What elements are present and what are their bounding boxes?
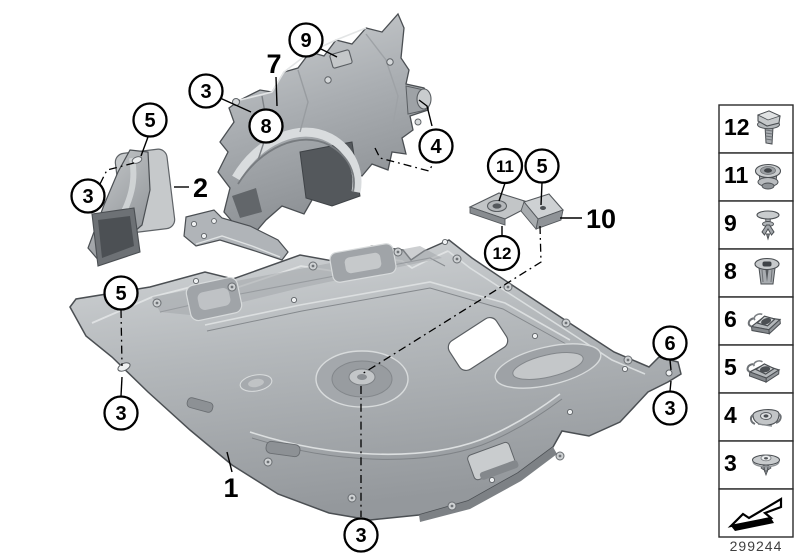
svg-text:3: 3 [200,81,211,103]
svg-text:5: 5 [144,110,155,132]
legend-item-8: 8 [718,248,794,298]
legend-item-3: 3 [718,440,794,490]
svg-text:12: 12 [724,114,750,140]
part-underbody-panel [69,238,682,522]
part-engine-compartment-shield [217,12,432,235]
panel-opening [447,316,509,372]
expansion-rivet-icon [756,210,780,241]
page-reference-arrow-icon [727,497,783,531]
svg-text:4: 4 [430,136,442,158]
callout-12[interactable]: 12 [483,234,521,272]
part-air-duct [87,148,176,267]
callout-5-bracket[interactable]: 5 [524,148,560,184]
legend-item-5: 5 [718,344,794,394]
callout-3-shield[interactable]: 3 [188,73,224,109]
panel-edge-holes [192,238,629,484]
legend-item-9: 9 [718,200,794,250]
callout-8[interactable]: 8 [248,108,284,144]
clip-nut-icon [749,409,782,427]
panel-center-recess [315,350,409,408]
callout-3-panel-left[interactable]: 3 [103,395,139,431]
bracket-screw-hole [540,206,546,210]
svg-text:5: 5 [115,283,126,305]
callout-3-panel-bottom[interactable]: 3 [343,517,379,553]
svg-text:6: 6 [724,306,737,332]
callout-5-duct[interactable]: 5 [132,102,168,138]
grommet-icon [754,163,782,190]
expanding-nut-icon [754,257,780,285]
legend-page-reference[interactable] [718,488,794,538]
svg-text:3: 3 [82,186,93,208]
panel-rear-pad [467,441,519,481]
callout-9[interactable]: 9 [288,22,324,58]
panel-side-tab-hole [665,369,673,377]
svg-text:9: 9 [300,30,311,52]
callouts: 9 3 8 4 5 3 11 5 12 5 3 6 3 3 7 2 10 1 [70,22,688,553]
svg-text:8: 8 [724,258,737,284]
callout-6[interactable]: 6 [652,325,688,361]
svg-text:12: 12 [493,244,512,263]
panel-oval-recess [494,343,602,389]
callout-3-panel-right[interactable]: 3 [652,390,688,426]
svg-text:5: 5 [724,354,737,380]
callout-5-panel[interactable]: 5 [103,275,139,311]
callout-3-duct[interactable]: 3 [70,178,106,214]
rivet-tab-item9 [329,49,353,69]
svg-text:4: 4 [724,402,737,428]
label-1[interactable]: 1 [223,473,238,503]
callout-11[interactable]: 11 [486,147,524,185]
part-mounting-bracket [468,192,564,231]
svg-text:8: 8 [260,116,271,138]
push-rivet-icon [751,454,781,477]
callout-4[interactable]: 4 [418,128,454,164]
svg-text:3: 3 [355,525,366,547]
label-2[interactable]: 2 [193,173,208,203]
panel-bolt-bosses [152,247,633,511]
side-cylinder-boss [405,85,432,115]
svg-text:3: 3 [724,450,737,476]
drawing-number: 299244 [730,538,783,554]
legend-item-11: 11 [718,152,794,202]
legend: 12 11 9 [718,104,794,554]
leader-lines [99,48,672,517]
svg-text:3: 3 [115,403,126,425]
legend-item-6: 6 [718,296,794,346]
svg-text:11: 11 [724,162,749,188]
legend-item-12: 12 [718,104,794,154]
legend-item-4: 4 [718,392,794,442]
svg-text:3: 3 [664,398,675,420]
label-7[interactable]: 7 [266,49,281,79]
svg-text:11: 11 [496,157,514,176]
svg-text:5: 5 [536,156,547,178]
svg-text:6: 6 [664,333,675,355]
label-10[interactable]: 10 [586,204,616,234]
svg-text:9: 9 [724,210,737,236]
duct-screw-hole [131,156,143,164]
hex-bolt-icon [756,110,782,145]
part-support-bracket-arm [183,209,289,261]
